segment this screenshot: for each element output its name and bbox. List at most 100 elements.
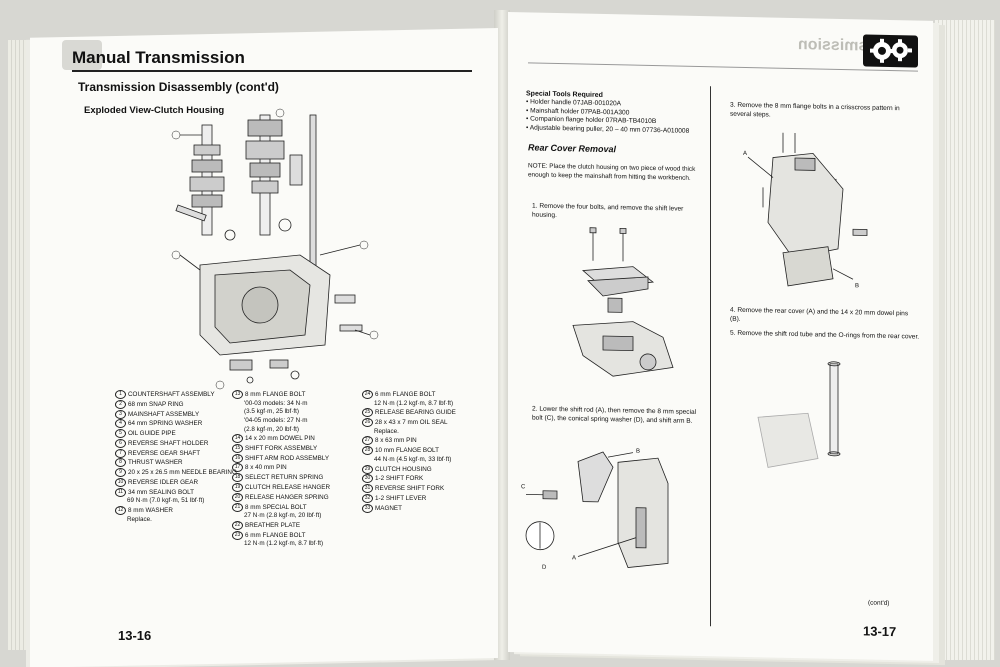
legend-sublabel: 12 N·m (1.2 kgf·m, 8.7 lbf·ft) (374, 399, 454, 407)
legend-label: REVERSE SHAFT HOLDER (128, 440, 209, 447)
gear-section-icon (863, 34, 918, 68)
header-rule (528, 62, 918, 72)
legend-label: REVERSE GEAR SHAFT (128, 449, 201, 457)
legend-sublabel: '00-03 models: 34 N·m (244, 399, 308, 407)
callout-number: 13 (232, 390, 243, 399)
callout-number: 12 (115, 506, 126, 516)
shift-arm-figure: C D B A (521, 449, 669, 571)
callout-number: 4 (115, 419, 126, 429)
callout-number: 29 (362, 464, 373, 474)
callout-number: 18 (232, 473, 243, 483)
legend-label: 8 mm WASHER (128, 507, 173, 515)
legend-label: REVERSE SHIFT FORK (375, 485, 445, 493)
callout-number: 14 (232, 434, 243, 444)
callout-number: 28 (362, 446, 373, 456)
right-page-stack (935, 20, 995, 660)
special-tools-list: • Holder handle 07JAB-001020A• Mainshaft… (526, 98, 689, 135)
callout-number: 31 (362, 484, 373, 494)
label-b-step3: B (855, 283, 859, 289)
legend-sublabel: 44 N·m (4.5 kgf·m, 33 lbf·ft) (374, 456, 452, 464)
shift-rod-tube-figure (757, 361, 841, 468)
callout-number: 6 (115, 438, 126, 448)
continued-note: (cont'd) (868, 599, 890, 607)
callout-number: 19 (232, 482, 243, 492)
legend-label: 64 mm SPRING WASHER (128, 420, 203, 428)
callout-number: 1 (115, 390, 126, 399)
countershaft-assembly-illustration (189, 124, 225, 236)
legend-label: REVERSE IDLER GEAR (128, 479, 198, 487)
callout-number: 5 (115, 429, 126, 439)
callout-number: 26 (362, 418, 373, 428)
legend-label: 6 mm FLANGE BOLT (245, 531, 306, 539)
callout-number: 9 (115, 468, 126, 478)
step-4-text: 4. Remove the rear cover (A) and the 14 … (730, 306, 909, 323)
callout-number: 30 (362, 474, 373, 484)
left-page-stack (8, 40, 32, 650)
legend-label: MAINSHAFT ASSEMBLY (128, 410, 200, 418)
callout-number: 2 (115, 399, 126, 409)
step-3-text: 3. Remove the 8 mm flange bolts in a cri… (730, 101, 900, 119)
callout-number: 8 (115, 458, 126, 468)
callout-number: 25 (362, 408, 373, 418)
rear-cover-bolts-figure: A B (743, 132, 868, 289)
gear-logo-ghost-icon (62, 40, 102, 70)
legend-label: 34 mm SEALING BOLT (128, 488, 195, 496)
callout-number: 10 (115, 477, 126, 487)
legend-label: 8 mm FLANGE BOLT (245, 391, 306, 399)
book-gutter (494, 10, 510, 660)
legend-label: 8 x 63 mm PIN (375, 437, 417, 445)
legend-label: RELEASE BEARING GUIDE (375, 409, 456, 417)
exploded-view-diagram (171, 108, 379, 390)
legend-sublabel: '04-05 models: 27 N·m (244, 416, 308, 424)
left-page: Manual Transmission Transmission Disasse… (30, 28, 498, 667)
label-a-step3: A (743, 151, 747, 157)
shift-lever-housing-figure (572, 227, 674, 377)
figure-title: Exploded View-Clutch Housing (84, 105, 225, 116)
legend-label: 10 mm FLANGE BOLT (375, 447, 439, 455)
legend-label: 28 x 43 x 7 mm OIL SEAL (375, 419, 448, 427)
label-c: C (521, 484, 526, 490)
legend-label: 6 mm FLANGE BOLT (375, 391, 436, 399)
legend-label: 1-2 SHIFT FORK (375, 475, 424, 483)
note-text: NOTE: Place the clutch housing on two pi… (528, 162, 696, 182)
section-title: Manual Transmission (72, 48, 245, 67)
legend-sublabel: 69 N·m (7.0 kgf·m, 51 lbf·ft) (127, 497, 205, 505)
callout-number: 22 (232, 520, 243, 530)
callout-number: 33 (362, 503, 373, 513)
legend-label: THRUST WASHER (128, 459, 183, 467)
column-divider (710, 86, 711, 627)
callout-number: 32 (362, 493, 373, 503)
callout-number: 23 (232, 530, 243, 540)
legend-label: 20 x 25 x 26.5 mm NEEDLE BEARING (128, 469, 237, 477)
callout-number: 17 (232, 463, 243, 473)
legend-label: SHIFT FORK ASSEMBLY (245, 445, 318, 453)
subtitle: Transmission Disassembly (cont'd) (78, 80, 279, 94)
